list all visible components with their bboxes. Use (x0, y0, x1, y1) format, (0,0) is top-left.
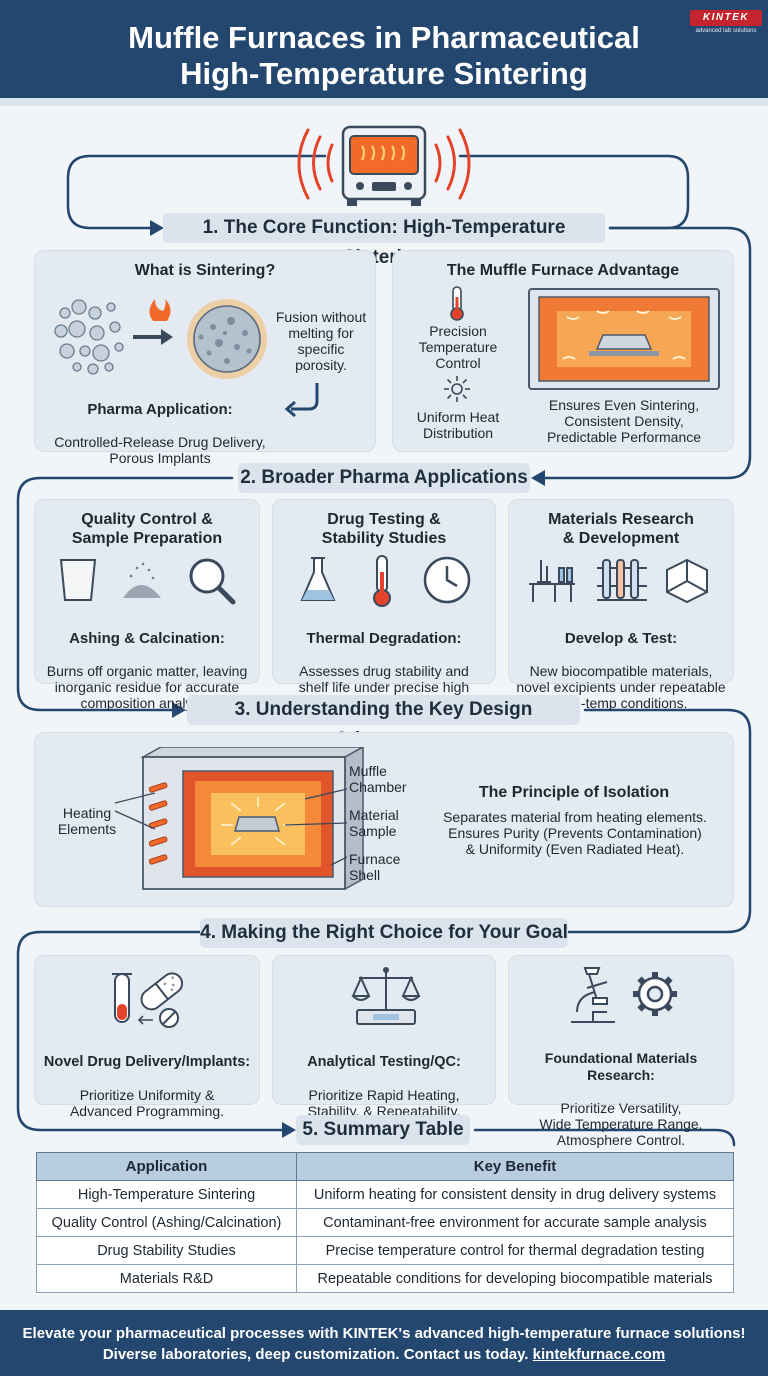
application-card-research: Materials Research & Development Develop… (508, 499, 734, 711)
table-header-row: Application Key Benefit (36, 1152, 734, 1181)
lab-bench-tubes-molecule-icons (529, 558, 708, 604)
thermometer-icon (373, 555, 391, 607)
choice-card-research: Foundational Materials Research: Priorit… (508, 955, 734, 1148)
footer-line-2: Diverse laboratories, deep customization… (0, 1344, 768, 1365)
table-cell-application: Materials R&D (36, 1264, 297, 1293)
column-header-key-benefit: Key Benefit (296, 1152, 734, 1181)
application-desc-research: Develop & Test: New biocompatible materi… (509, 614, 733, 711)
label-furnace-shell: Furnace Shell (349, 851, 401, 883)
crucible-icon (59, 559, 97, 601)
principle-title: The Principle of Isolation (478, 784, 670, 801)
diagram-leader-lines (114, 788, 348, 866)
application-desc-testing: Thermal Degradation: Assesses drug stabi… (273, 614, 495, 711)
heat-distribution-icon (444, 376, 470, 402)
logo-text: KINTEK (690, 10, 762, 26)
summary-table: Application Key Benefit High-Temperature… (36, 1152, 734, 1293)
table-row: Materials R&D Repeatable conditions for … (36, 1264, 734, 1293)
table-cell-benefit: Precise temperature control for thermal … (296, 1236, 734, 1265)
application-title-research: Materials Research & Development (548, 511, 694, 547)
application-sub-qc: Ashing & Calcination: (69, 630, 225, 647)
test-tubes-icon (597, 559, 647, 601)
application-card-qc: Quality Control & Sample Preparation Ash… (34, 499, 260, 711)
pharma-application-title: Pharma Application: (87, 401, 233, 418)
application-sub-research: Develop & Test: (564, 630, 678, 647)
application-title-qc: Quality Control & Sample Preparation (71, 511, 223, 547)
choice-sub-analytical: Analytical Testing/QC: (307, 1054, 461, 1070)
application-sub-testing: Thermal Degradation: (306, 630, 462, 647)
table-row: High-Temperature Sintering Uniform heati… (36, 1180, 734, 1209)
table-cell-benefit: Repeatable conditions for developing bio… (296, 1264, 734, 1293)
application-title-testing: Drug Testing & Stability Studies (321, 511, 447, 547)
sintering-note: Fusion without melting for specific poro… (275, 309, 367, 373)
choice-desc-analytical: Analytical Testing/QC: Prioritize Rapid … (273, 1038, 495, 1119)
muffle-advantage-card: The Muffle Furnace Advantage Precision T… (392, 250, 734, 452)
choice-sub-research: Foundational Materials Research: (544, 1050, 698, 1083)
logo-tagline: advanced lab solutions (695, 28, 757, 34)
balance-scale-icon (351, 967, 421, 1025)
microscope-icon (571, 967, 615, 1023)
furnace-chamber-icon (528, 288, 720, 390)
table-row: Quality Control (Ashing/Calcination) Con… (36, 1208, 734, 1237)
footer-banner: Elevate your pharmaceutical processes wi… (0, 1310, 768, 1376)
gear-icon (633, 972, 677, 1016)
furnace-icon (297, 125, 471, 206)
feature-precision-control: Precision Temperature Control (418, 323, 498, 371)
application-text-research: New biocompatible materials, novel excip… (516, 663, 726, 711)
kintek-logo[interactable]: KINTEK advanced lab solutions (690, 10, 762, 36)
clock-icon (423, 556, 471, 604)
table-cell-application: High-Temperature Sintering (36, 1180, 297, 1209)
microscope-gear-icon (571, 967, 677, 1023)
choice-desc-drug-delivery: Novel Drug Delivery/Implants: Prioritize… (35, 1038, 259, 1119)
table-cell-application: Quality Control (Ashing/Calcination) (36, 1208, 297, 1237)
lab-bench-icon (529, 560, 575, 602)
section-3-heading: 3. Understanding the Key Design Advantag… (187, 695, 580, 750)
magnifier-icon (189, 558, 236, 605)
application-card-testing: Drug Testing & Stability Studies Thermal… (272, 499, 496, 711)
table-row: Drug Stability Studies Precise temperatu… (36, 1236, 734, 1265)
column-header-application: Application (36, 1152, 297, 1181)
section-1-heading: 1. The Core Function: High-Temperature S… (163, 213, 605, 268)
sintering-process-icon (54, 299, 267, 379)
choice-desc-research: Foundational Materials Research: Priorit… (509, 1034, 733, 1148)
footer-cta: Diverse laboratories, deep customization… (102, 1346, 529, 1363)
thermometer-icon (450, 286, 464, 321)
footer-website-link[interactable]: kintekfurnace.com (532, 1346, 666, 1363)
section-2-heading: 2. Broader Pharma Applications (238, 463, 530, 493)
capsule-tube-pill-icon (112, 972, 184, 1028)
choice-card-analytical: Analytical Testing/QC: Prioritize Rapid … (272, 955, 496, 1119)
sintering-title: What is Sintering? (134, 262, 276, 279)
label-heating-elements: Heating Elements (57, 805, 117, 837)
footer-line-1: Elevate your pharmaceutical processes wi… (22, 1325, 746, 1342)
flask-thermometer-clock-icons (300, 555, 471, 607)
choice-text-drug-delivery: Prioritize Uniformity & Advanced Program… (69, 1087, 225, 1119)
muffle-advantage-title: The Muffle Furnace Advantage (446, 262, 680, 279)
section-5-heading: 5. Summary Table (296, 1115, 470, 1145)
choice-card-drug-delivery: Novel Drug Delivery/Implants: Prioritize… (34, 955, 260, 1119)
molecule-icon (666, 558, 708, 604)
choice-sub-drug-delivery: Novel Drug Delivery/Implants: (43, 1054, 251, 1070)
pharma-application-text: Controlled-Release Drug Delivery, Porous… (54, 434, 266, 466)
principle-text: Separates material from heating elements… (443, 809, 707, 857)
page-title: Muffle Furnaces in Pharmaceutical High-T… (128, 20, 640, 91)
table-cell-application: Drug Stability Studies (36, 1236, 297, 1265)
return-arrow-icon (285, 383, 319, 417)
sintering-card: What is Sintering? Fusion without meltin… (34, 250, 376, 466)
powder-icon (123, 562, 161, 598)
label-muffle-chamber: Muffle Chamber (349, 763, 407, 795)
pharma-application: Pharma Application: Controlled-Release D… (35, 385, 285, 466)
section-4-heading: 4. Making the Right Choice for Your Goal (200, 918, 568, 948)
table-cell-benefit: Contaminant-free environment for accurat… (296, 1208, 734, 1237)
label-material-sample: Material Sample (349, 807, 399, 839)
feature-uniform-heat: Uniform Heat Distribution (416, 409, 500, 441)
flask-icon (300, 557, 336, 601)
design-advantage-card: Heating Elements Muffle Chamber Material… (34, 732, 734, 907)
page-header: Muffle Furnaces in Pharmaceutical High-T… (0, 0, 768, 106)
choice-text-research: Prioritize Versatility, Wide Temperature… (539, 1100, 703, 1148)
advantage-result: Ensures Even Sintering, Consistent Densi… (546, 397, 702, 445)
application-desc-qc: Ashing & Calcination: Burns off organic … (35, 614, 259, 711)
table-cell-benefit: Uniform heating for consistent density i… (296, 1180, 734, 1209)
crucible-powder-magnifier-icons (59, 558, 236, 605)
